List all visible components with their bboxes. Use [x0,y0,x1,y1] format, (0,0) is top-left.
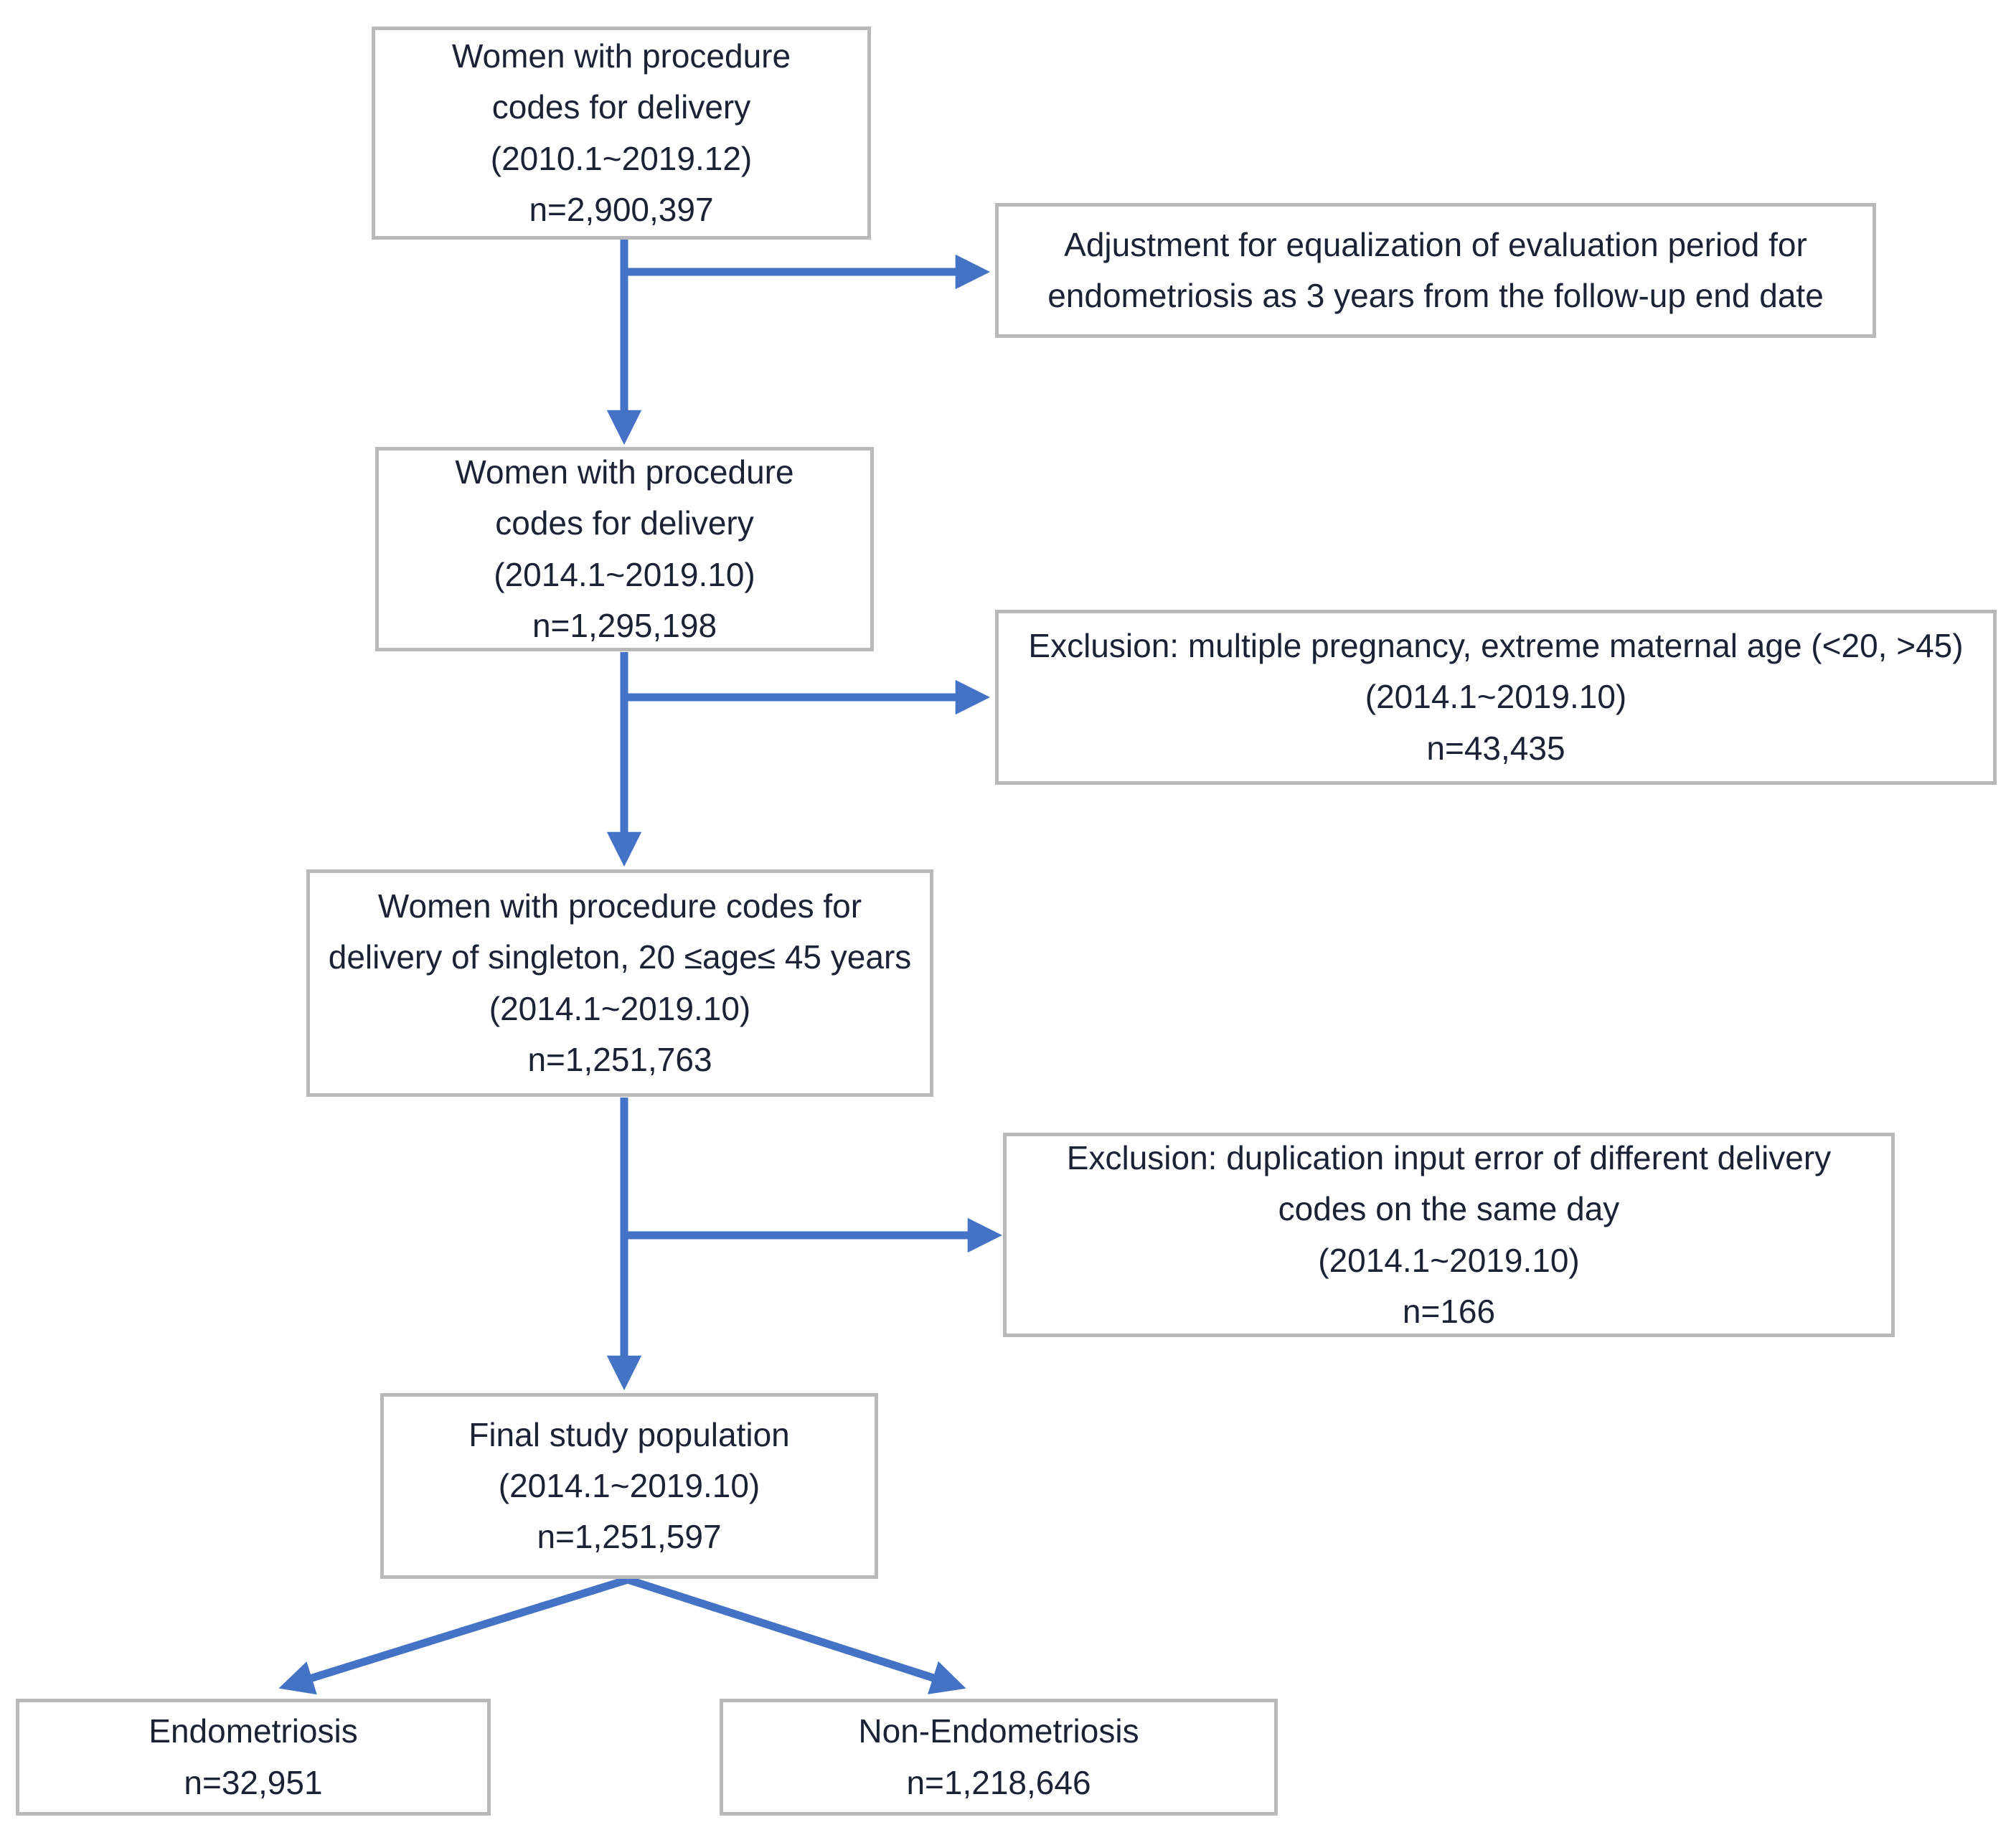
box-population-2014: Women with procedure codes for delivery … [375,447,874,651]
box-exclusion-duplication: Exclusion: duplication input error of di… [1003,1133,1895,1337]
box-endometriosis-text: Endometriosis n=32,951 [149,1712,358,1801]
box-endometriosis: Endometriosis n=32,951 [16,1699,491,1816]
box-final-population-text: Final study population (2014.1~2019.10) … [468,1415,790,1556]
arrow-final-to-endometriosis [278,1575,629,1695]
box-singleton-population: Women with procedure codes for delivery … [306,869,933,1097]
box-source-population-text: Women with procedure codes for delivery … [451,37,791,228]
box-source-population: Women with procedure codes for delivery … [372,27,871,240]
box-exclusion-age: Exclusion: multiple pregnancy, extreme m… [995,610,1997,785]
box-adjustment-text: Adjustment for equalization of evaluatio… [1047,225,1824,314]
box-singleton-population-text: Women with procedure codes for delivery … [328,887,912,1078]
box-population-2014-text: Women with procedure codes for delivery … [455,453,794,644]
box-final-population: Final study population (2014.1~2019.10) … [380,1393,878,1579]
box-exclusion-duplication-text: Exclusion: duplication input error of di… [1066,1138,1832,1330]
box-non-endometriosis: Non-Endometriosis n=1,218,646 [720,1699,1278,1816]
box-non-endometriosis-text: Non-Endometriosis n=1,218,646 [858,1712,1139,1801]
box-exclusion-age-text: Exclusion: multiple pregnancy, extreme m… [1028,627,1964,767]
box-adjustment: Adjustment for equalization of evaluatio… [995,203,1876,338]
arrow-final-to-non-endometriosis [626,1575,966,1694]
